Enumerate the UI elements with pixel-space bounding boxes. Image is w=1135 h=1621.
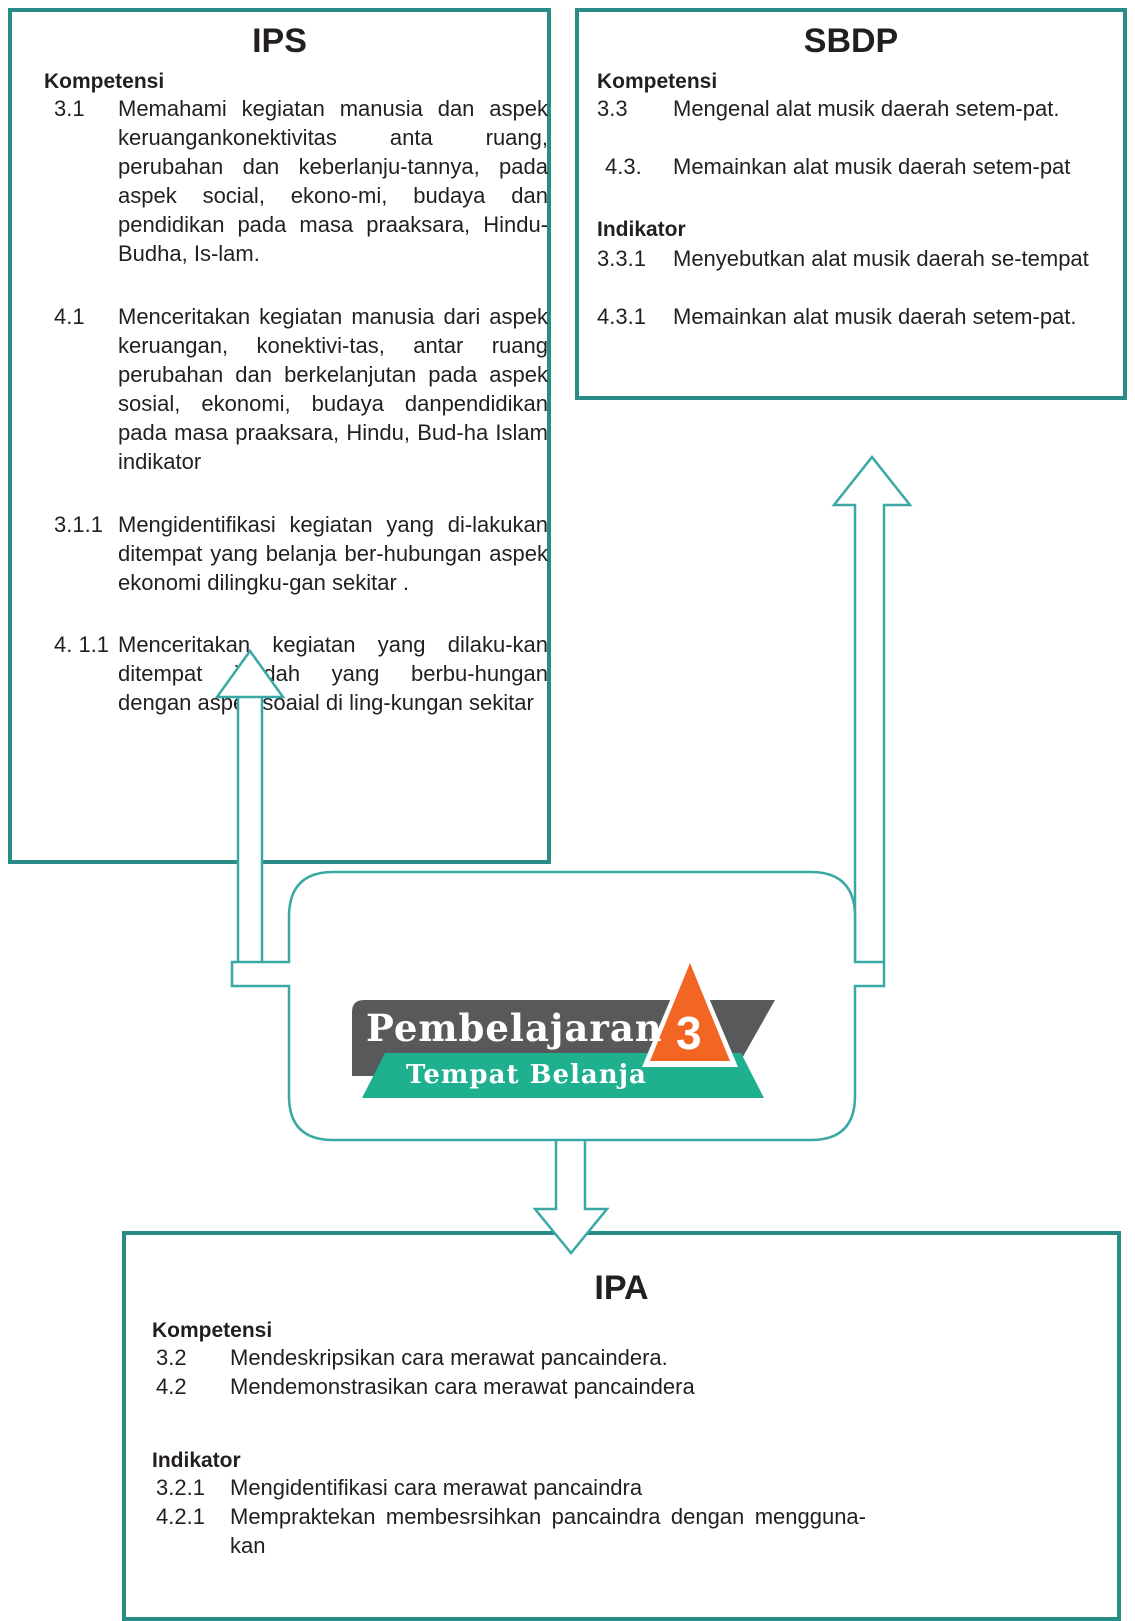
- item-number: 3.3: [597, 96, 628, 121]
- arrow-up-to-ips: [214, 648, 286, 962]
- item-text: Mengidentifikasi kegiatan yang di-lakuka…: [118, 512, 548, 595]
- item-text: Menceritakan kegiatan manusia dari aspek…: [118, 304, 548, 474]
- item-number: 3.3.1: [597, 246, 646, 271]
- ips-panel: IPS Kompetensi 3.1 Memahami kegiatan man…: [8, 8, 551, 864]
- sbdp-title: SBDP: [803, 22, 899, 60]
- item-text: Mengenal alat musik daerah setem-pat.: [673, 96, 1060, 121]
- ipa-item-4-2: 4.2 Mendemonstrasikan cara merawat panca…: [156, 1372, 1056, 1401]
- item-number: 3.1.1: [54, 512, 103, 537]
- item-text: Memahami kegiatan manusia dan aspek keru…: [118, 96, 548, 266]
- item-number: 4.3.1: [597, 304, 646, 329]
- ips-item-3-1: 3.1 Memahami kegiatan manusia dan aspek …: [54, 94, 554, 302]
- item-text: Menyebutkan alat musik daerah se-tempat: [673, 246, 1089, 271]
- item-text: Mendeskripsikan cara merawat pancaindera…: [230, 1345, 668, 1370]
- sbdp-item-4-3: 4.3. Memainkan alat musik daerah setem-p…: [605, 152, 1117, 210]
- ips-item-4-1: 4.1 Menceritakan kegiatan manusia dari a…: [54, 302, 554, 510]
- item-text: Memainkan alat musik daerah setem-pat.: [673, 304, 1077, 329]
- ipa-title: IPA: [594, 1269, 649, 1307]
- center-subtitle: Tempat Belanja: [406, 1060, 647, 1090]
- item-text: Mendemonstrasikan cara merawat pancainde…: [230, 1374, 695, 1399]
- item-number: 4. 1.1: [54, 632, 110, 657]
- sbdp-panel: SBDP Kompetensi 3.3 Mengenal alat musik …: [575, 8, 1127, 400]
- sbdp-indikator-heading: Indikator: [597, 218, 686, 241]
- item-number: 3.2.1: [156, 1475, 205, 1500]
- ips-item-4-1-1: 4. 1.1 Menceritakan kegiatan yang dilaku…: [54, 630, 554, 750]
- ips-item-3-1-1: 3.1.1 Mengidentifikasi kegiatan yang di-…: [54, 510, 554, 630]
- sbdp-indikator-3-3-1: 3.3.1 Menyebutkan alat musik daerah se-t…: [597, 244, 1117, 302]
- ipa-kompetensi-heading: Kompetensi: [152, 1319, 273, 1342]
- center-number: 3: [676, 1007, 702, 1059]
- center-title: Pembelajaran: [366, 1006, 663, 1050]
- ipa-indikator-heading: Indikator: [152, 1449, 241, 1472]
- item-number: 4.2: [156, 1374, 187, 1399]
- item-text: Memainkan alat musik daerah setem-pat: [673, 154, 1071, 179]
- ipa-indikator-4-2-1: 4.2.1 Mempraktekan membesrsihkan pancain…: [156, 1502, 1056, 1560]
- item-number: 4.3.: [605, 154, 642, 179]
- ipa-item-3-2: 3.2 Mendeskripsikan cara merawat pancain…: [156, 1343, 1056, 1372]
- ips-kompetensi-heading: Kompetensi: [44, 70, 165, 93]
- item-number: 3.1: [54, 96, 85, 121]
- sbdp-item-3-3: 3.3 Mengenal alat musik daerah setem-pat…: [597, 94, 1117, 152]
- number-triangle: [650, 963, 730, 1061]
- arrow-up-to-sbdp: [831, 454, 913, 962]
- item-number: 3.2: [156, 1345, 187, 1370]
- item-number: 4.1: [54, 304, 85, 329]
- item-text: Mempraktekan membesrsihkan pancaindra de…: [230, 1504, 866, 1558]
- sbdp-indikator-4-3-1: 4.3.1 Memainkan alat musik daerah setem-…: [597, 302, 1117, 360]
- ipa-panel: IPA Kompetensi 3.2 Mendeskripsikan cara …: [122, 1231, 1121, 1621]
- ipa-indikator-3-2-1: 3.2.1 Mengidentifikasi cara merawat panc…: [156, 1473, 1056, 1502]
- item-number: 4.2.1: [156, 1504, 205, 1529]
- item-text: Mengidentifikasi cara merawat pancaindra: [230, 1475, 643, 1500]
- arrow-down-to-ipa: [532, 1140, 610, 1255]
- item-text: Menceritakan kegiatan yang dilaku-kan di…: [118, 632, 548, 715]
- ips-title: IPS: [252, 22, 307, 60]
- sbdp-kompetensi-heading: Kompetensi: [597, 70, 718, 93]
